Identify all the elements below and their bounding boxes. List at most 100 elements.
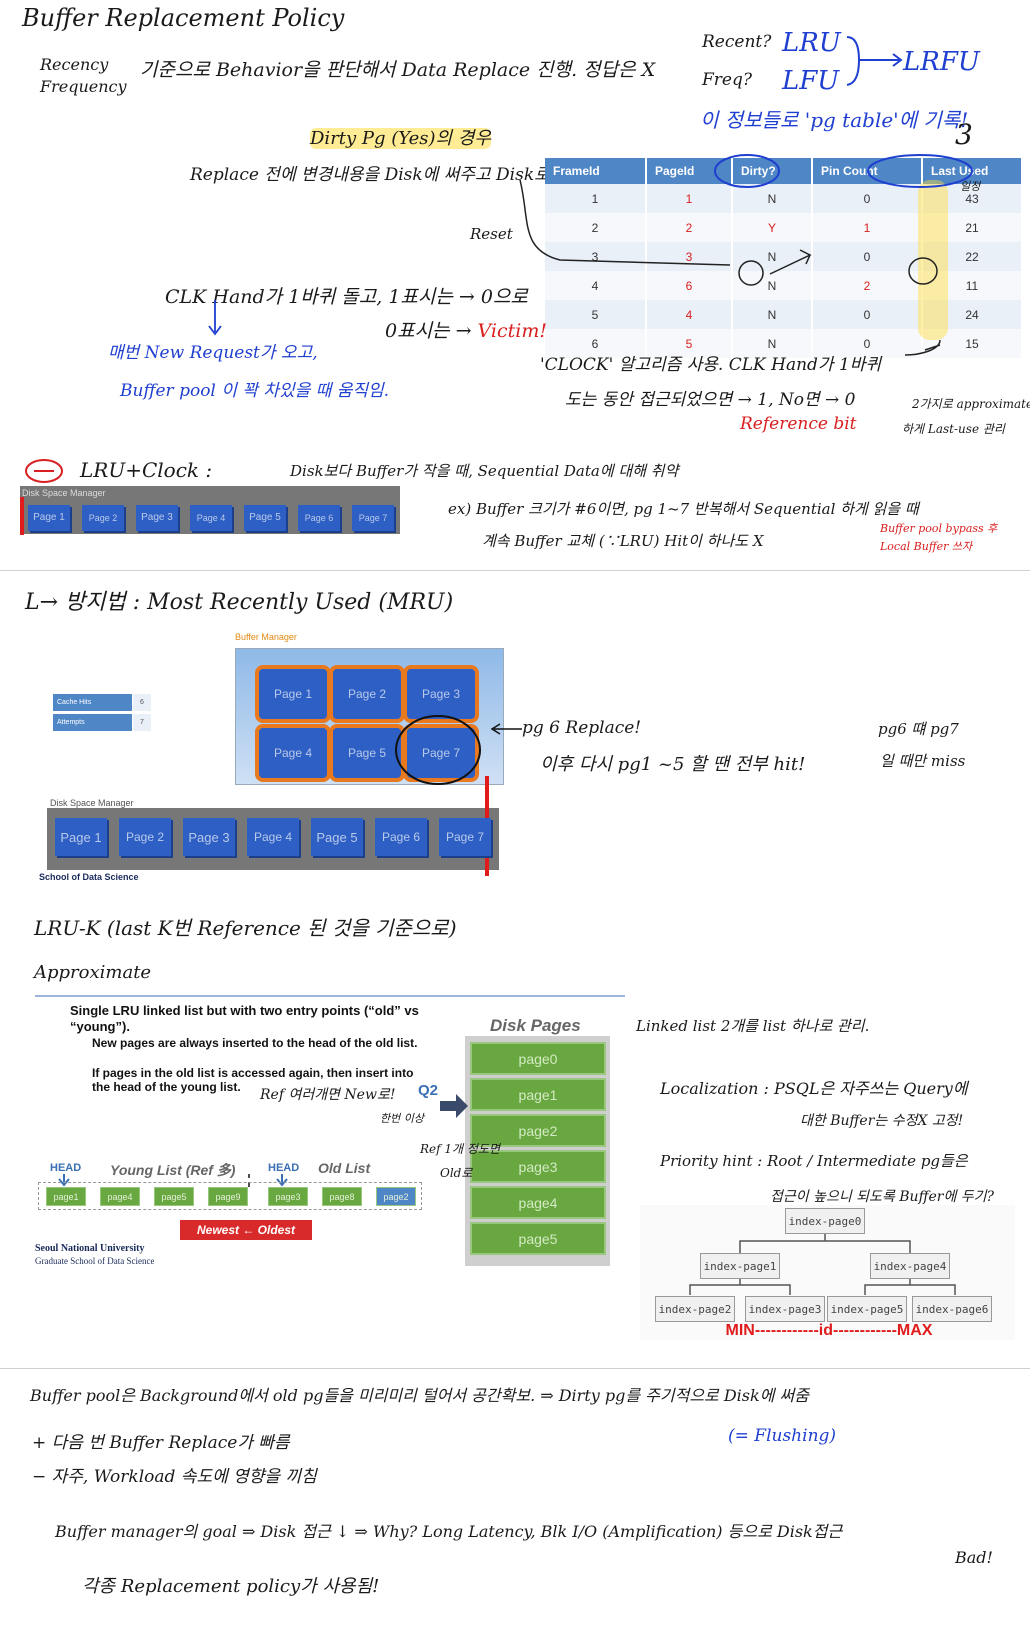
disk-manager-label: Disk Space Manager [50,798,134,808]
plus-note: + 다음 번 Buffer Replace가 빠름 [32,1428,290,1453]
clock-hand-marker [20,497,24,535]
attempts-value: 7 [133,714,151,731]
reset-label: Reset [470,225,513,243]
disk-page: Page 5 [311,818,363,856]
bypass-1: Buffer pool bypass 후 [880,520,997,536]
criteria-label: Recency Frequency [40,54,120,98]
section-title: Buffer Replacement Policy [22,4,344,32]
policies-note: 각종 Replacement policy가 사용됨! [82,1572,379,1598]
lru-lfu-bracket [845,35,905,95]
goal-note: Buffer manager의 goal ⇒ Disk 접근 ↓ ⇒ Why? … [55,1518,842,1542]
disk-page: Page 7 [352,505,394,531]
request-note-2: Buffer pool 이 꽉 차있을 때 움직임. [120,376,389,401]
recent-label: Recent? [702,32,771,52]
disk-page-green: page0 [470,1042,606,1075]
grad-school-label: Graduate School of Data Science [35,1256,154,1265]
young-node: page5 [154,1187,194,1206]
disk-page-green: page4 [470,1186,606,1219]
disk-page: Page 5 [244,505,286,531]
mru-slide: Buffer Manager Page 1 Page 2 Page 3 Page… [35,628,515,890]
bypass-2: Local Buffer 쓰자 [880,538,972,554]
linked-list-note: Linked list 2개를 list 하나로 관리. [636,1015,869,1036]
disk-page: Page 6 [375,818,427,856]
disk-page: Page 4 [190,505,232,531]
disk-page: Page 1 [28,505,70,531]
clock-note-1: 'CLOCK' 알고리즘 사용. CLK Hand가 1바퀴 [540,350,881,375]
locality-note-2: 대한 Buffer는 수정X 고정! [800,1110,963,1130]
index-node: index-page0 [785,1208,865,1234]
approx-heading: Approximate [34,962,151,983]
dirty-note: Dirty Pg (Yes)의 경우 [310,124,491,150]
newest-oldest-arrow: Newest ← Oldest [180,1220,312,1240]
replaced-circle [390,710,490,790]
minus-note: − 자주, Workload 속도에 영향을 끼침 [32,1462,317,1487]
index-node: index-page3 [745,1296,825,1322]
old-node: page8 [322,1187,362,1206]
mru-heading: L→ 방지법 : Most Recently Used (MRU) [25,584,453,616]
lru-clock-note-1: Disk보다 Buffer가 작을 때, Sequential Data에 대해… [290,460,678,481]
q2-label: Q2 [418,1082,438,1099]
request-note-1: 매번 New Request가 오고, [108,338,318,363]
old-node: page2 [376,1187,416,1206]
disk-page: Page 7 [439,818,491,856]
disk-page-green: page1 [470,1078,606,1111]
disk-page: Page 3 [183,818,235,856]
old-node: page3 [268,1187,308,1206]
disk-strip-1-label: Disk Space Manager [22,488,106,498]
disk-page: Page 2 [82,505,124,531]
bad-note: Bad! [955,1548,993,1567]
lruk-heading: LRU-K (last K번 Reference 된 것을 기준으로) [34,912,457,941]
approx-note-2: 하게 Last-use 관리 [902,420,1005,437]
approx-bullet-2: New pages are always inserted to the hea… [92,1036,422,1050]
snu-label: Seoul National University [35,1243,144,1254]
freq-label: Freq? [702,70,752,90]
ref-new-note: Ref 여러개면 New로! [260,1084,395,1104]
lrfu-label: LRFU [903,47,980,77]
disk-pages-title: Disk Pages [490,1016,581,1036]
mru-replace-note: pg 6 Replace! [522,718,641,738]
buffer-page: Page 1 [255,665,331,723]
old-note: Old로 [440,1164,472,1181]
index-node: index-page1 [700,1253,780,1279]
approx-note-1: 2가지로 approximate [912,395,1030,412]
approx-bullet-1: Single LRU linked list but with two entr… [70,1003,440,1035]
priority-note: Priority hint : Root / Intermediate pg들은 [660,1150,968,1171]
priority-note-2: 접근이 높으니 되도록 Buffer에 두기? [770,1186,994,1206]
old-head-label: HEAD [268,1162,299,1174]
lru-label: LRU [782,28,841,58]
index-node: index-page2 [655,1296,735,1322]
young-head-label: HEAD [50,1162,81,1174]
index-node: index-page4 [870,1253,950,1279]
mru-hit-note: 이후 다시 pg1 ~5 할 땐 전부 hit! [540,750,805,776]
min-max-axis: MIN------------id------------MAX [654,1322,1004,1340]
mru-miss-note-2: 일 때만 miss [880,750,965,771]
record-note: 이 정보들로 'pg table'에 기록! [700,104,968,133]
slide-top-rule [35,995,625,997]
disk-page: Page 4 [247,818,299,856]
replace-arrow [490,722,524,736]
minus-circle-icon [24,458,64,484]
dirty-note-text: Dirty Pg (Yes)의 경우 [310,128,491,149]
lru-clock-note-3: 계속 Buffer 교체 (∵LRU) Hit이 하나도 X [482,530,764,551]
buffer-page: Page 4 [255,724,331,782]
table-annotations [500,140,1030,380]
ref-few-note: Ref 1개 정도면 [420,1140,500,1157]
lfu-label: LFU [782,66,839,96]
disk-page: Page 1 [55,818,107,856]
disk-page: Page 3 [136,505,178,531]
once-note: 한번 이상 [380,1110,424,1126]
buffer-manager-label: Buffer Manager [235,632,297,642]
young-node: page1 [46,1187,86,1206]
index-node: index-page5 [827,1296,907,1322]
clock-note-2: 도는 동안 접근되었으면 → 1, No면 → 0 [565,385,856,410]
disk-page: Page 2 [119,818,171,856]
attempts-label: Attempts [53,714,132,731]
disk-page-green: page5 [470,1222,606,1255]
young-node: page4 [100,1187,140,1206]
school-label: School of Data Science [39,872,139,882]
locality-note: Localization : PSQL은 자주쓰는 Query에 [660,1075,968,1099]
index-node: index-page6 [912,1296,992,1322]
flush-note: Buffer pool은 Background에서 old pg들을 미리미리 … [30,1382,809,1406]
request-arrow [205,298,225,338]
reference-bit: Reference bit [740,414,857,434]
